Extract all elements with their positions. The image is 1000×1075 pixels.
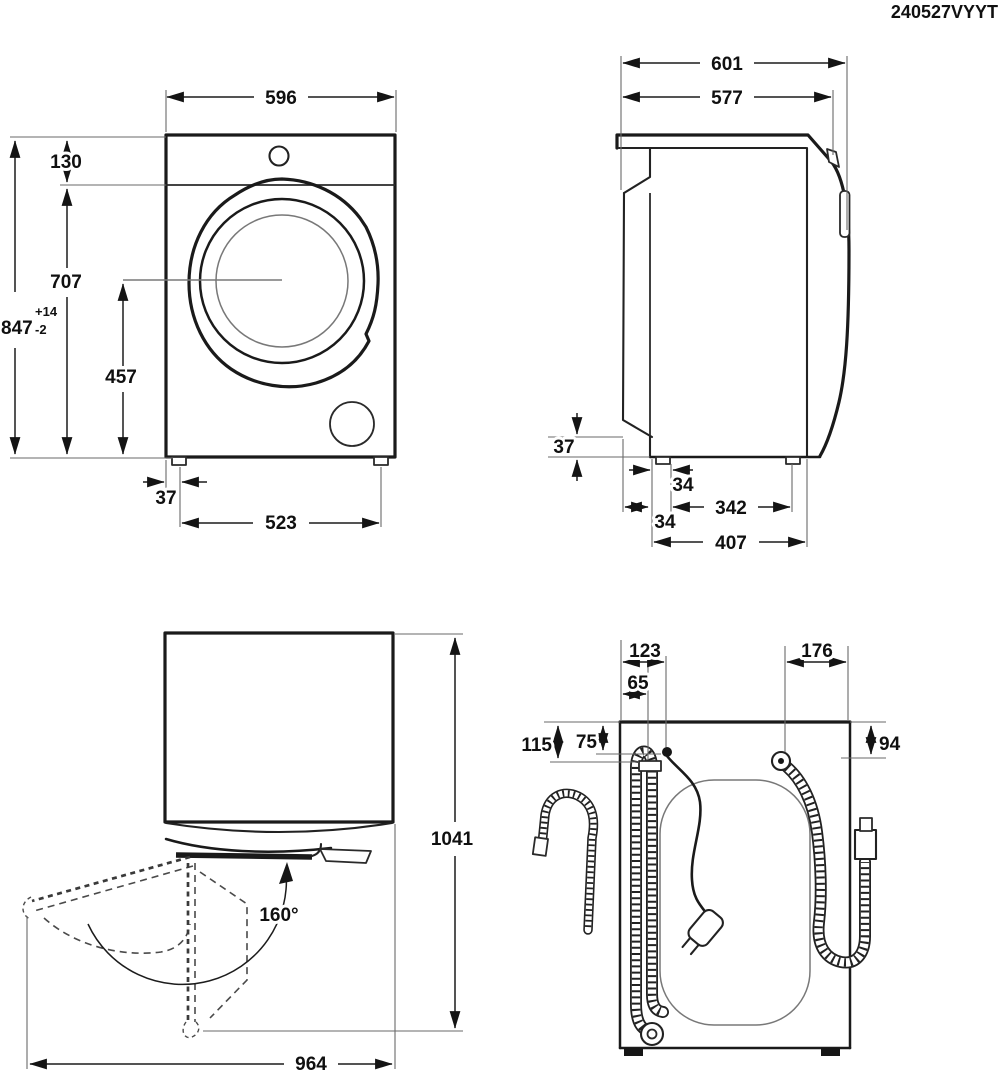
door-rim bbox=[198, 197, 366, 365]
dim-front-total-height-tol-minus: -2 bbox=[35, 322, 47, 337]
rear-foot-right bbox=[821, 1048, 840, 1056]
dim-drain-hose-offset: 65 bbox=[627, 673, 649, 694]
rear-dimensions: 123 65 115 75 176 94 bbox=[518, 638, 904, 763]
door-glass bbox=[215, 214, 349, 348]
dim-side-feet-spacing: 342 bbox=[715, 498, 747, 519]
dim-front-feet-spacing: 523 bbox=[265, 513, 297, 534]
dim-front-top-panel: 130 bbox=[50, 152, 82, 173]
closed-door-edge bbox=[175, 852, 313, 860]
rear-top-slant bbox=[622, 146, 652, 195]
rear-machine-outline bbox=[618, 720, 852, 1056]
cord-anchor bbox=[662, 747, 672, 757]
dim-front-width: 596 bbox=[265, 88, 297, 109]
drain-hook-fitting bbox=[531, 836, 549, 857]
drain-hose bbox=[636, 752, 665, 1047]
document-number: 240527VYYT bbox=[891, 2, 998, 22]
rear-foot-left bbox=[624, 1048, 643, 1056]
open-door-view: 160° 1041 964 bbox=[22, 631, 477, 1075]
door-160-outer bbox=[31, 855, 191, 903]
front-view: 596 130 707 847 +14 -2 457 bbox=[0, 85, 397, 537]
detergent-knob bbox=[268, 145, 290, 167]
open-view-machine bbox=[163, 631, 395, 864]
tub-back-outline bbox=[659, 779, 811, 1026]
dim-drain-hose-height: 115 bbox=[521, 735, 552, 756]
dim-foot-depth: 34 bbox=[672, 475, 694, 496]
dim-front-body-height: 707 bbox=[50, 272, 82, 293]
inlet-hose bbox=[770, 750, 878, 962]
dim-inlet-hose-height: 94 bbox=[879, 734, 901, 755]
door-outer-wavy-ring bbox=[187, 177, 380, 389]
side-view: 601 577 37 34 342 34 bbox=[548, 51, 851, 557]
dim-rear-clearance: 34 bbox=[654, 512, 676, 533]
drain-pump-port bbox=[646, 1028, 658, 1040]
dim-front-total-height: 847 bbox=[1, 318, 33, 339]
dim-inlet-hose-offset: 176 bbox=[801, 641, 833, 662]
door-hinge-block bbox=[319, 848, 372, 864]
dim-door-center-height: 457 bbox=[105, 367, 137, 388]
front-dimensions: 596 130 707 847 +14 -2 457 bbox=[0, 85, 397, 537]
inlet-hose-bore bbox=[778, 758, 784, 764]
dim-base-height: 37 bbox=[553, 437, 574, 458]
side-foot-right bbox=[785, 456, 801, 465]
open-door-dashed: 160° bbox=[22, 855, 302, 1039]
power-plug bbox=[681, 908, 724, 956]
open-view-dimensions: 1041 964 bbox=[26, 633, 477, 1075]
inlet-connector-cap bbox=[859, 817, 873, 832]
door-90-end-cap bbox=[182, 1021, 200, 1039]
front-cabinet bbox=[164, 133, 397, 459]
front-machine-outline bbox=[123, 133, 397, 466]
dim-depth-with-door: 601 bbox=[711, 54, 743, 75]
dim-power-cord-height: 75 bbox=[576, 732, 598, 753]
dim-base-depth: 407 bbox=[715, 533, 747, 554]
front-foot-right bbox=[373, 456, 389, 466]
filter-cap bbox=[329, 401, 375, 447]
front-face-curve bbox=[164, 821, 394, 834]
door-edge-upturn bbox=[310, 842, 323, 858]
front-foot-left bbox=[171, 456, 187, 466]
dim-front-foot-inset: 37 bbox=[155, 488, 176, 509]
drain-pump-clamp bbox=[639, 1021, 665, 1047]
dim-depth-door-open: 1041 bbox=[431, 829, 474, 850]
door-angle-label: 160° bbox=[259, 905, 298, 926]
worktop bbox=[615, 133, 831, 161]
dim-power-cord-offset: 123 bbox=[629, 641, 661, 662]
inlet-tap-connector bbox=[853, 828, 878, 861]
side-foot-left bbox=[655, 456, 671, 465]
dim-front-total-height-tol-plus: +14 bbox=[35, 304, 58, 319]
rear-view: 123 65 115 75 176 94 bbox=[518, 638, 904, 1056]
cord-cable bbox=[665, 755, 709, 915]
side-dimensions: 601 577 37 34 342 34 bbox=[548, 51, 848, 557]
door-rim-curve bbox=[164, 837, 333, 853]
drain-hose-holder bbox=[638, 760, 662, 772]
drain-hose-hook bbox=[531, 788, 599, 935]
dim-body-depth: 577 bbox=[711, 88, 743, 109]
power-cord bbox=[662, 747, 724, 956]
door-swing-arc bbox=[87, 870, 288, 986]
dim-width-door-open: 964 bbox=[295, 1054, 327, 1075]
cabinet-top-outline bbox=[163, 631, 395, 824]
door-160-inner bbox=[33, 865, 194, 912]
rear-bulge bbox=[621, 191, 654, 439]
door-handle-recess bbox=[839, 190, 851, 238]
swing-arc-arrowhead bbox=[279, 862, 293, 884]
door-90-glass bbox=[199, 871, 248, 1019]
door-160-end-cap bbox=[22, 896, 32, 920]
